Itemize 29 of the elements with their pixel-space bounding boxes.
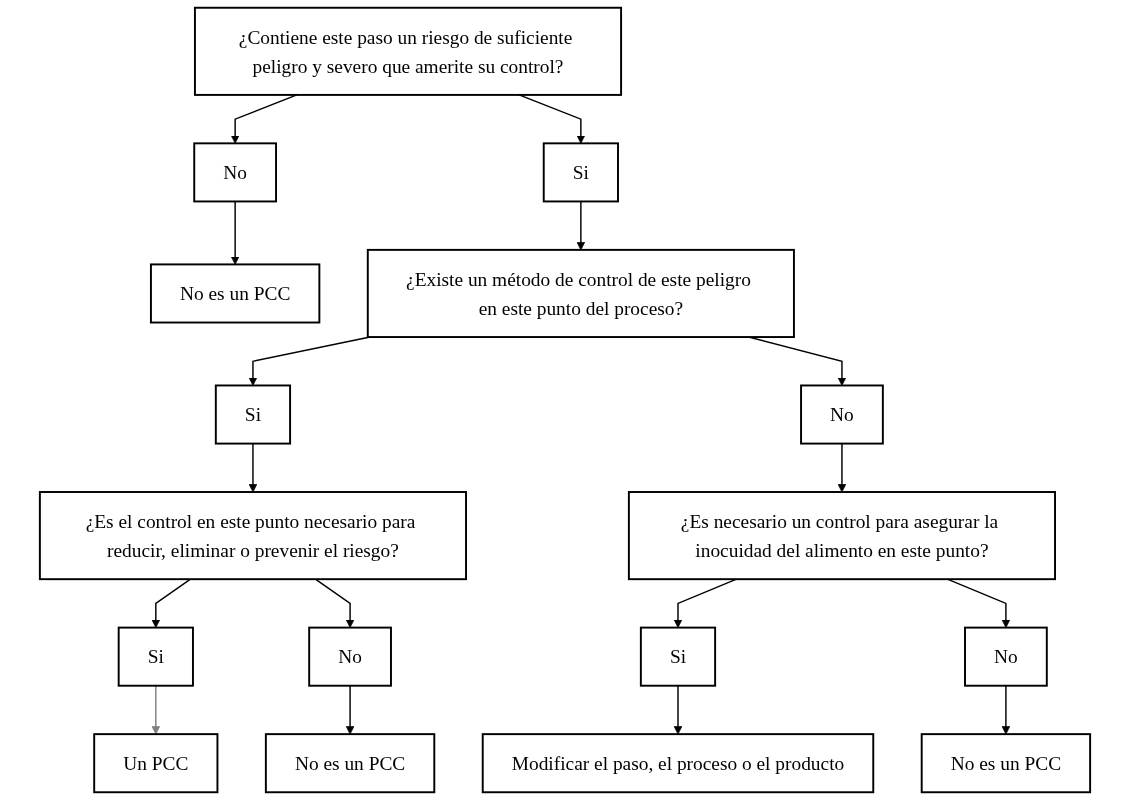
arrow — [230, 200, 240, 265]
node-box: ¿Contiene este paso un riesgo de suficiente peligro y severo que amerite su control? — [193, 6, 623, 96]
arrow — [314, 578, 355, 628]
node-box: No — [308, 626, 392, 687]
arrow — [673, 685, 683, 735]
arrow — [1001, 685, 1011, 735]
arrow — [151, 578, 192, 628]
arrow — [345, 685, 355, 735]
node-box: No es un PCC — [149, 263, 321, 324]
node-box: Si — [214, 384, 292, 445]
node-box: ¿Es necesario un control para asegurar la inocuidad del alimento en este punto? — [627, 491, 1056, 581]
arrow — [837, 442, 847, 493]
arrow — [518, 94, 586, 144]
node-box: Si — [639, 626, 717, 687]
arrow — [151, 685, 161, 735]
arrow — [230, 94, 298, 144]
node-box: No es un PCC — [920, 733, 1092, 794]
node-box: No — [800, 384, 884, 445]
node-box: Si — [542, 142, 619, 203]
node-box: ¿Es el control en este punto necesario para reducir, eliminar o prevenir el riesgo? — [38, 491, 467, 581]
node-box: ¿Existe un método de control de este peligro en este punto del proceso? — [366, 248, 795, 339]
node-box: Un PCC — [93, 733, 219, 794]
node-box: Si — [117, 626, 194, 687]
node-box: Modificar el paso, el proceso o el producto — [481, 733, 875, 794]
node-box: No — [193, 142, 277, 203]
arrow — [248, 442, 258, 493]
node-box: No es un PCC — [264, 733, 436, 794]
node-box: No — [964, 626, 1048, 687]
arrow — [576, 200, 586, 251]
